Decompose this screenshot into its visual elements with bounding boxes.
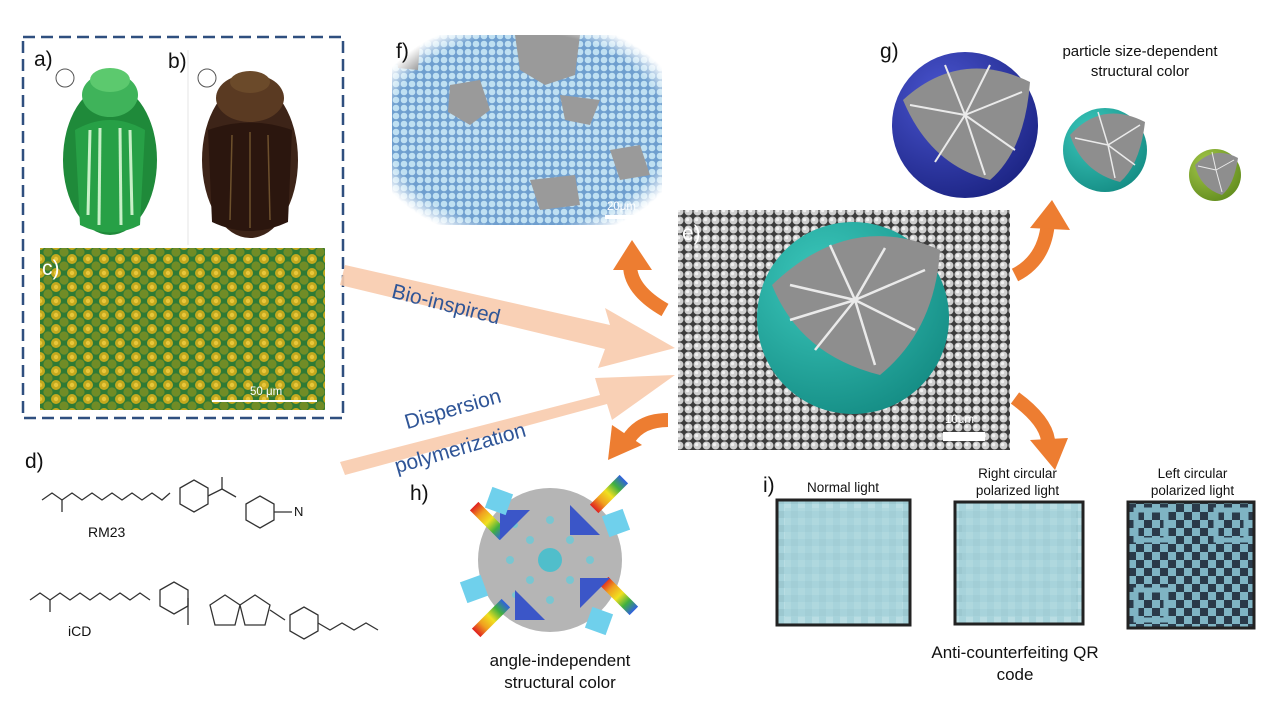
caption-left-line1: Left circular (1157, 466, 1228, 481)
sphere-large-blue (892, 52, 1038, 198)
molecule-name-rm23: RM23 (88, 524, 126, 540)
qr-normal-light (775, 498, 912, 627)
brown-beetle-image (187, 50, 298, 245)
qr-left-circular (1126, 500, 1256, 630)
caption-h-line1: angle-independent (489, 651, 631, 670)
rm23-structure (41, 477, 292, 529)
panel-label-h: h) (410, 482, 429, 505)
scale-label-f: 20μm (607, 201, 636, 213)
panel-label-g: g) (880, 40, 899, 63)
caption-qr-line1: Anti-counterfeiting QR (931, 643, 1099, 662)
caption-g: particle size-dependent structural color (1020, 42, 1260, 82)
caption-h-line2: structural color (504, 673, 616, 692)
scale-label-c: 50 μm (250, 386, 283, 398)
caption-left-line2: polarized light (1150, 483, 1235, 498)
bead-monolayer-micrograph (392, 35, 662, 225)
sphere-small-green (1189, 149, 1241, 201)
caption-normal-light: Normal light (806, 480, 880, 495)
panel-label-a: a) (34, 48, 53, 71)
panel-label-f: f) (396, 40, 409, 63)
arrow-e-to-i (1010, 392, 1068, 470)
bio-inspired-arrow (340, 265, 675, 368)
caption-qr: Anti-counterfeiting QR code (890, 642, 1140, 686)
dispersion-arrow (340, 375, 675, 475)
angle-independent-disk (459, 474, 639, 638)
caption-g-line1: particle size-dependent (1062, 43, 1218, 60)
sem-bead-image (678, 210, 1010, 450)
dashed-panel-frame (21, 35, 345, 420)
panel-label-c: c) (42, 257, 60, 280)
green-beetle-image (55, 68, 157, 235)
nitrile-atom-label: N (294, 504, 304, 519)
icd-structure (29, 581, 379, 640)
caption-qr-line2: code (996, 665, 1034, 684)
caption-g-line2: structural color (1090, 63, 1190, 80)
qr-right-circular (953, 500, 1085, 626)
caption-right-line2: polarized light (975, 483, 1060, 498)
caption-right-circular: Right circular polarized light (945, 465, 1090, 499)
arrow-e-to-g (1011, 200, 1070, 282)
panel-label-i: i) (763, 474, 775, 497)
panel-label-e: e) (682, 222, 701, 245)
arrow-e-to-h (608, 413, 669, 460)
caption-h: angle-independent structural color (455, 650, 665, 694)
sphere-medium-teal (1063, 108, 1147, 192)
scale-label-e: 10μm (945, 414, 974, 426)
caption-left-circular: Left circular polarized light (1120, 465, 1265, 499)
arrow-e-to-f (613, 240, 669, 317)
caption-right-line1: Right circular (978, 466, 1057, 481)
molecule-name-icd: iCD (68, 623, 92, 639)
panel-label-d: d) (25, 450, 44, 473)
honeycomb-micrograph (40, 248, 325, 410)
panel-label-b: b) (168, 50, 187, 73)
